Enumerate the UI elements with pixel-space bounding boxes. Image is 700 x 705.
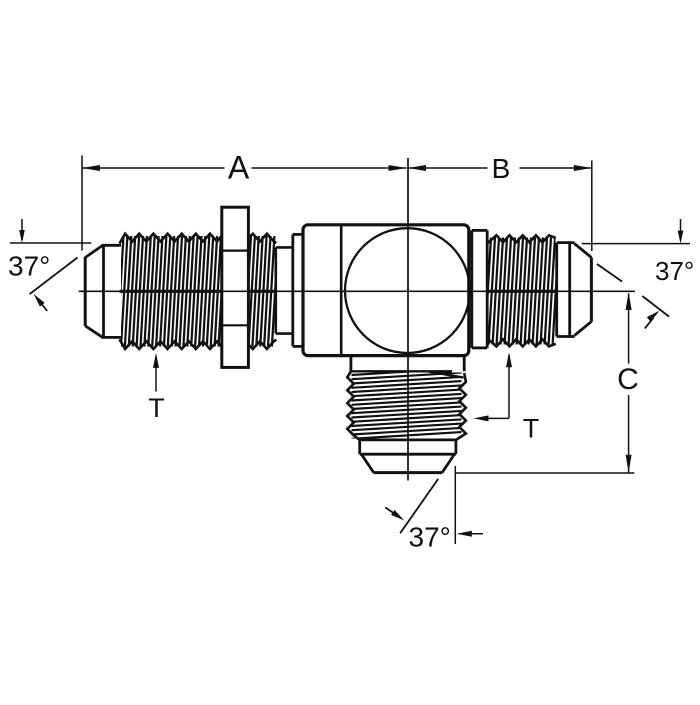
svg-text:T: T [523,414,540,444]
svg-text:B: B [492,153,511,184]
svg-text:T: T [148,393,165,423]
svg-text:A: A [228,150,250,186]
svg-text:37°: 37° [8,251,50,282]
svg-text:C: C [617,363,639,396]
svg-text:37°: 37° [409,522,451,553]
svg-text:37°: 37° [655,256,694,286]
